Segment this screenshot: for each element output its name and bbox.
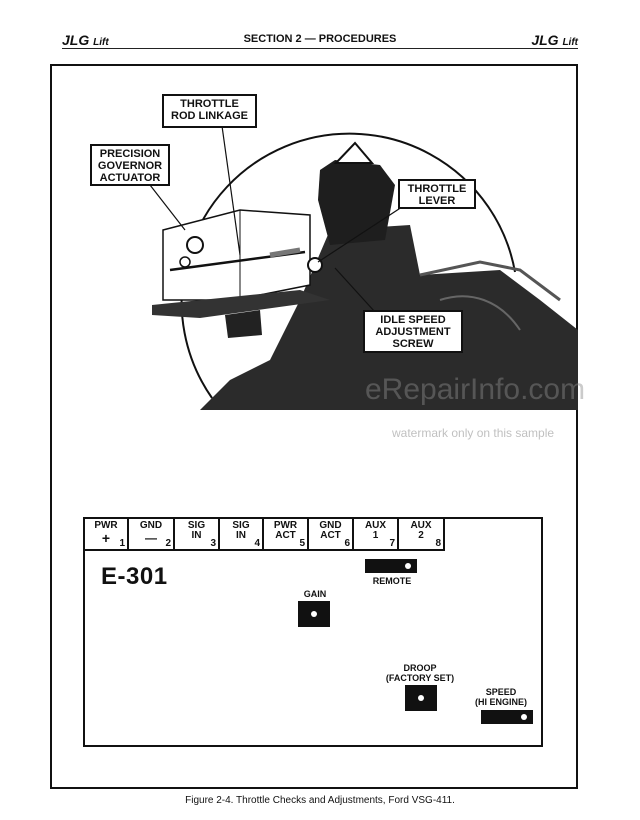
callout-line: ACTUATOR <box>99 172 161 184</box>
terminal-bottom: IN <box>236 530 246 541</box>
terminal-number: 8 <box>435 538 441 549</box>
terminal-7: AUX 1 7 <box>354 519 399 551</box>
leader-idle <box>334 267 376 313</box>
droop-adjust-screw <box>405 685 437 711</box>
terminal-2: GND — 2 <box>129 519 175 551</box>
remote-adjust-screw <box>365 559 417 573</box>
terminal-3: SIG IN 3 <box>175 519 220 551</box>
brand-left-sub: Lift <box>93 37 109 48</box>
speed-label-line: SPEED <box>485 687 517 697</box>
screw-slot-icon <box>418 695 424 701</box>
speed-label-line: (HI ENGINE) <box>474 697 527 707</box>
terminal-strip: PWR + 1 GND — 2 SIG IN 3 SIG IN 4 PWR AC… <box>85 519 445 551</box>
droop-label-line: DROOP <box>403 663 437 673</box>
model-number: E-301 <box>101 563 168 590</box>
terminal-top: PWR <box>94 520 118 531</box>
brand-logo-left: JLG Lift <box>62 32 109 48</box>
remote-label: REMOTE <box>372 576 412 586</box>
terminal-bottom: IN <box>191 530 202 541</box>
terminal-top: SIG <box>232 520 250 531</box>
droop-label: DROOP (FACTORY SET) <box>375 663 465 683</box>
callout-line: SCREW <box>392 338 434 350</box>
terminal-number: 7 <box>389 538 395 549</box>
terminal-bottom: — <box>145 531 157 545</box>
brand-right-sub: Lift <box>562 37 578 48</box>
callout-idle-speed-screw: IDLE SPEED ADJUSTMENT SCREW <box>363 310 463 353</box>
droop-label-line: (FACTORY SET) <box>385 673 455 683</box>
leader-rod <box>221 125 241 256</box>
terminal-top: AUX <box>410 520 432 531</box>
watermark: eRepairInfo.com <box>365 373 586 406</box>
leader-governor <box>149 184 186 231</box>
distributor <box>318 160 395 245</box>
terminal-number: 2 <box>165 538 171 549</box>
figure-caption: Figure 2-4. Throttle Checks and Adjustme… <box>185 795 455 806</box>
terminal-top: GND <box>319 520 342 531</box>
terminal-number: 6 <box>344 538 350 549</box>
brand-left-text: JLG <box>62 32 90 48</box>
mount-plate <box>152 290 330 318</box>
callout-line: THROTTLE <box>407 183 467 195</box>
leader-lever <box>317 204 406 263</box>
terminal-top: AUX <box>364 520 387 531</box>
terminal-top: SIG <box>187 520 206 531</box>
terminal-4: SIG IN 4 <box>220 519 264 551</box>
terminal-top: PWR <box>273 520 298 531</box>
screw-slot-icon <box>311 611 317 617</box>
section-title: SECTION 2 — PROCEDURES <box>243 33 397 45</box>
terminal-bottom: ACT <box>275 530 296 541</box>
terminal-number: 5 <box>299 538 305 549</box>
terminal-bottom: 1 <box>372 530 379 541</box>
governor-control-panel: PWR + 1 GND — 2 SIG IN 3 SIG IN 4 PWR AC… <box>83 517 543 747</box>
terminal-number: 4 <box>254 538 260 549</box>
figure-frame <box>50 64 578 789</box>
distributor-cap <box>333 141 375 164</box>
terminal-number: 3 <box>210 538 216 549</box>
gain-label: GAIN <box>303 589 327 599</box>
page-header: JLG Lift SECTION 2 — PROCEDURES JLG Lift <box>62 30 578 50</box>
brand-logo-right: JLG Lift <box>531 32 578 48</box>
callout-line: GOVERNOR <box>97 160 163 172</box>
gain-adjust-screw <box>298 601 330 627</box>
callout-governor-actuator: PRECISION GOVERNOR ACTUATOR <box>90 144 170 186</box>
terminal-bottom: 2 <box>418 530 424 541</box>
speed-adjust-screw <box>481 710 533 724</box>
terminal-1: PWR + 1 <box>85 519 129 551</box>
terminal-bottom: + <box>101 530 111 546</box>
callout-line: LEVER <box>418 195 456 207</box>
terminal-bottom: ACT <box>320 530 341 541</box>
screw-slot-icon <box>405 563 411 569</box>
terminal-8: AUX 2 8 <box>399 519 445 551</box>
terminal-number: 1 <box>119 538 125 549</box>
callout-throttle-lever: THROTTLE LEVER <box>398 179 476 209</box>
callout-line: ADJUSTMENT <box>375 326 451 338</box>
callout-line: IDLE SPEED <box>380 314 446 326</box>
header-rule <box>62 48 578 49</box>
terminal-5: PWR ACT 5 <box>264 519 309 551</box>
callout-line: PRECISION <box>99 148 161 160</box>
callout-line: THROTTLE <box>180 98 239 110</box>
terminal-top: GND <box>139 520 163 531</box>
terminal-6: GND ACT 6 <box>309 519 354 551</box>
watermark-note: watermark only on this sample <box>392 426 555 440</box>
speed-label: SPEED (HI ENGINE) <box>465 687 537 707</box>
screw-slot-icon <box>521 714 527 720</box>
callout-throttle-rod-linkage: THROTTLE ROD LINKAGE <box>162 94 257 128</box>
brand-right-text: JLG <box>531 32 559 48</box>
callout-line: ROD LINKAGE <box>171 110 248 122</box>
